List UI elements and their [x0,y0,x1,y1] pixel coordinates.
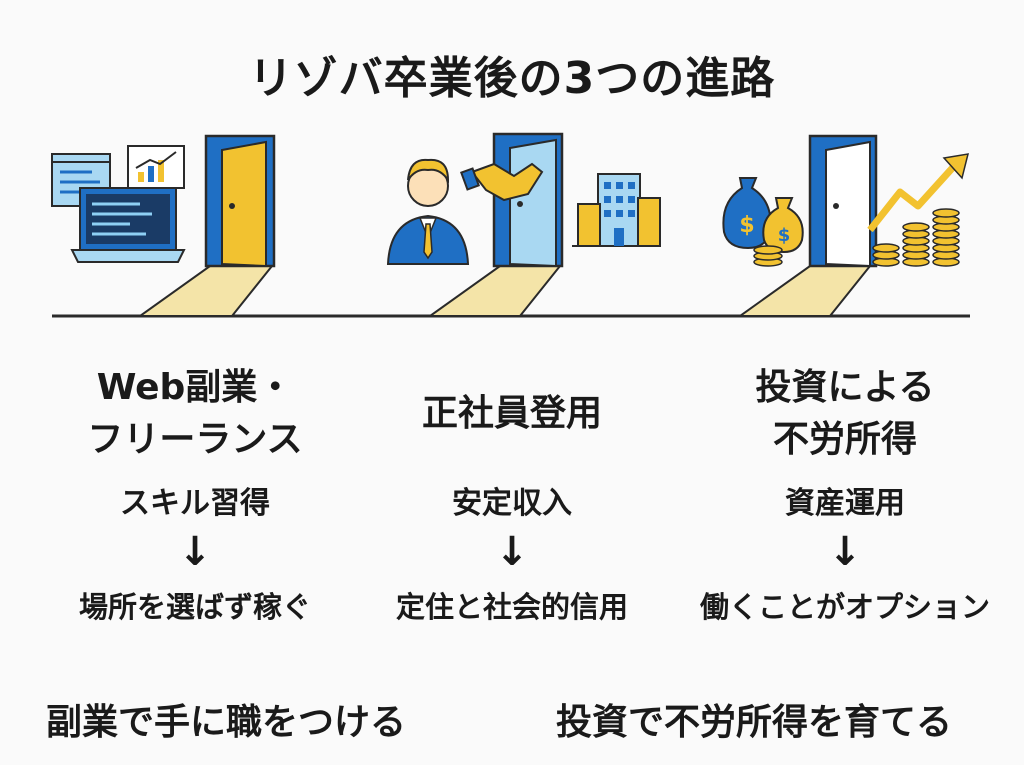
path-column-investment: 投資による 不労所得 資産運用 ↓ 働くことがオプション [680,362,1010,626]
door-3-path [736,265,873,317]
down-arrow-icon: ↓ [178,529,212,575]
path-keyword: スキル習得 [120,486,270,521]
path-title: Web副業・ フリーランス [30,362,360,466]
tagline-side-job: 副業で手に職をつける [46,702,407,743]
page-title: リゾバ卒業後の3つの進路 [248,53,776,104]
door-2 [426,132,564,317]
growth-arrow-icon [867,153,970,233]
door-1-path [136,265,275,317]
tagline-investment: 投資で不労所得を育てる [556,702,953,743]
svg-text:$: $ [739,213,754,238]
path-result: 定住と社会的信用 [395,590,628,624]
path-title-line2: フリーランス [87,419,303,460]
path-title-line1: 投資による [755,367,935,408]
door-2-path [426,265,563,317]
down-arrow-icon: ↓ [828,529,862,575]
path-keyword: 資産運用 [785,486,905,521]
coin-stacks-icon [872,208,960,267]
path-title-line2: 不労所得 [772,419,917,460]
office-building-icon [572,173,661,247]
path-title: 正社員登用 [347,362,677,466]
businessman-icon [386,158,470,265]
chart-icon [127,145,185,189]
path-result: 働くことがオプション [699,590,990,624]
door-3 [736,134,878,317]
path-result: 場所を選ばず稼ぐ [78,590,311,624]
svg-text:$: $ [778,225,791,246]
path-column-employee: 正社員登用 安定収入 ↓ 定住と社会的信用 [347,362,677,626]
path-title: 投資による 不労所得 [680,362,1010,466]
door-1 [136,134,276,317]
doors-illustration: $ $ [51,132,970,318]
path-keyword: 安定収入 [452,486,572,521]
laptop-code-icon [51,153,186,263]
money-bags-icon: $ $ [722,177,804,267]
path-title-line1: Web副業・ [96,367,294,408]
path-title-line1: 正社員登用 [421,393,602,434]
handshake-icon [460,162,544,202]
down-arrow-icon: ↓ [495,529,529,575]
path-column-freelance: Web副業・ フリーランス スキル習得 ↓ 場所を選ばず稼ぐ [30,362,360,626]
